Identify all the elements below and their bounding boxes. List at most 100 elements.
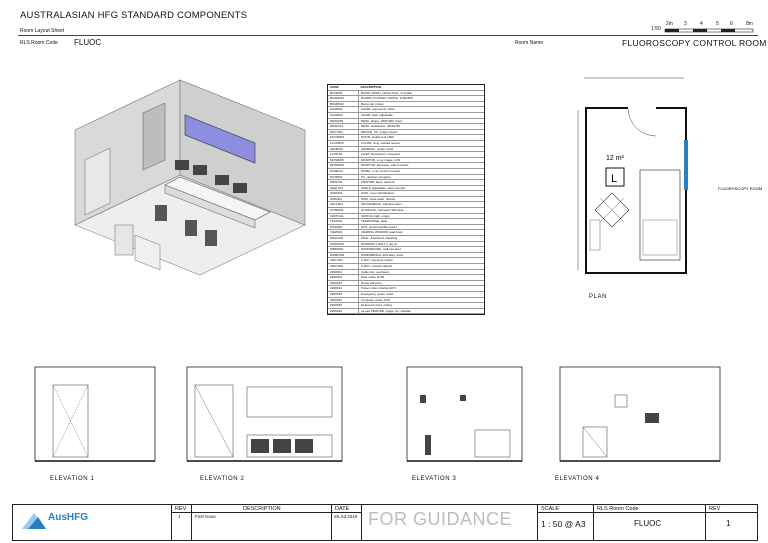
legend-description: STORAGE, cupboard, 900 wide (358, 207, 484, 214)
tb-rev-label: REV (175, 506, 187, 512)
legend-code: ZZ00012 (328, 285, 359, 292)
legend-code: SPLAS01 (328, 201, 359, 209)
tb-description-label: DESCRIPTION (243, 506, 281, 512)
legend-description: UPS, uninterruptible power (358, 224, 484, 231)
legend-description: DESK, workspace, 1800x750 (358, 123, 484, 130)
legend-description: WHITEBOARD, wall mounted (358, 246, 484, 253)
elevations-group (34, 366, 721, 462)
legend-code: SHELF02 (328, 185, 359, 192)
tb-rls-label: RLS Room Code (597, 506, 639, 512)
tb-divider (705, 505, 706, 540)
legend-description: Emergency power outlet (358, 291, 484, 298)
legend-description: Reference lines, ceiling (358, 302, 484, 309)
legend-code: XRAY001 (328, 257, 359, 264)
legend-code: DESK002 (328, 118, 359, 125)
elevation-4-label: ELEVATION 4 (555, 476, 600, 482)
legend-code: VIEW001 (328, 229, 359, 236)
elevation-1-drawing (34, 366, 156, 462)
legend-description: DESK, shape, 1800x900, fixed (358, 118, 484, 125)
scale-bar (664, 28, 754, 33)
scale-mark: 8m (746, 21, 753, 27)
tb-divider (361, 505, 362, 540)
elevation-3-drawing (406, 366, 523, 462)
legend-code: ZZ00030 (328, 302, 359, 309)
legend-code: WARN001 (328, 241, 359, 248)
legend-code: DESK014 (328, 123, 359, 130)
tb-description-value: First Issue (195, 514, 216, 519)
legend-code: LIGHT02 (328, 151, 359, 158)
elevation-2-label: ELEVATION 2 (200, 476, 245, 482)
legend-description: FLOOR, vinyl, welded seams (358, 140, 484, 147)
plan-adjacent: FLUOROSCOPY ROOM / REFER TO FLUO (718, 186, 763, 191)
legend-description: DEVICE, PC, single screen (358, 129, 484, 136)
legend-description: BLIND, HFWH, infinite block, 3-4 plate (358, 90, 484, 97)
scale-mark: 6 (730, 21, 733, 27)
legend-code: PRINT01 (328, 179, 359, 186)
legend-code: ZZ00040 (328, 308, 359, 315)
title-block: REV DESCRIPTION DATE 1 First Issue 29.Ju… (12, 504, 758, 541)
legend-description: PRINTER, laser, network (358, 179, 484, 186)
legend-description: X-RAY, console cabinet (358, 263, 484, 270)
legend-code: STOR003 (328, 207, 359, 214)
legend-code: DEVT001 (328, 129, 359, 136)
legend-code: PC00001 (328, 174, 359, 181)
scale-mark: 4 (700, 21, 703, 27)
legend-code: TEL0001 (328, 218, 359, 225)
legend-code: BOARD13 (328, 95, 359, 102)
tb-divider (191, 505, 192, 540)
legend-code: PANEL01 (328, 168, 359, 175)
tb-divider (593, 505, 594, 540)
isometric-3d-view (74, 79, 306, 276)
legend-description: WARNING LIGHT, x-ray on (358, 241, 484, 248)
elevation-4-drawing (559, 366, 721, 462)
tb-rev2-label: REV (709, 506, 721, 512)
room-name-label: Room Name (515, 40, 544, 46)
legend-description: SIGN, room identification (358, 190, 484, 197)
plan-label: PLAN (589, 294, 608, 300)
sheet-subtitle: Room Layout Sheet (20, 28, 65, 34)
tb-scale-value: 1 : 50 @ A3 (541, 519, 586, 529)
legend-code: BLIND03 (328, 90, 359, 97)
legend-code: XRAY003 (328, 263, 359, 270)
legend-description: GENERAL, power outlet (358, 146, 484, 153)
legend-code: MON0005 (328, 157, 359, 164)
legend-description: MONITOR, flat panel, wall mounted (358, 162, 484, 169)
legend-description: Bump rail, timber (358, 101, 484, 108)
legend-description: Nurse call point (358, 280, 484, 287)
svg-text:L: L (611, 173, 617, 185)
legend-code: SWITCH1 (328, 213, 359, 220)
legend-description: Computer outlet, UPS (358, 297, 484, 304)
legend-description: CHAIR, ergonomic, office (358, 106, 484, 113)
legend-description: CHAIR, task, adjustable (358, 112, 484, 119)
legend-description: WALL, lead lined, shielding (358, 235, 484, 242)
aushfg-logo-text: AusHFG (48, 512, 88, 523)
legend-description: SHELF, adjustable, wall mounted (358, 185, 484, 192)
legend-description: WORKBENCH, 600 deep, fixed (358, 252, 484, 259)
legend-code: CHAIR04 (328, 112, 359, 119)
